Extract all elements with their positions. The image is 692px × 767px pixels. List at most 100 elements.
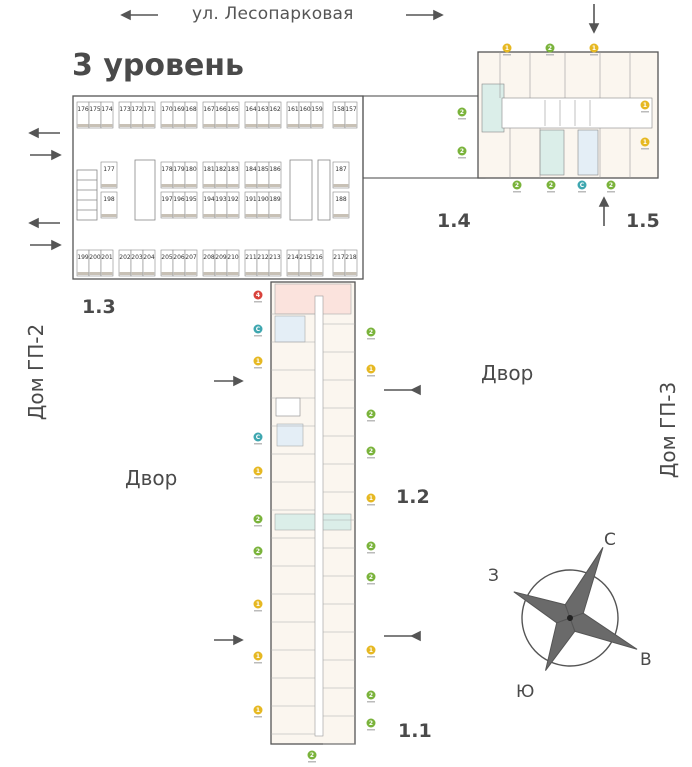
street-name: ул. Лесопарковая (192, 4, 354, 24)
parking-spot: 209 (214, 249, 228, 277)
room-count: 2 (256, 516, 260, 523)
parking-spot: 210 (226, 249, 240, 277)
parking-spot-number: 213 (269, 254, 281, 261)
room-count: 2 (460, 148, 464, 155)
apartment-badge: 2 (606, 180, 616, 193)
parking-spot: 186 (268, 161, 282, 189)
parking-spot-number: 187 (335, 166, 347, 173)
parking-spot: 185 (256, 161, 270, 189)
room-count: 1 (256, 707, 260, 714)
parking-spot: 182 (214, 161, 228, 189)
room-count: 2 (460, 109, 464, 116)
parking-spot-number: 212 (257, 254, 269, 261)
parking-spot-number: 218 (345, 254, 357, 261)
parking-spot-number: 217 (333, 254, 345, 261)
parking-spot-number: 198 (103, 196, 115, 203)
parking-spot-number: 193 (215, 196, 227, 203)
parking-spot-number: 165 (227, 106, 239, 113)
parking-spot-number: 176 (77, 106, 89, 113)
parking-spot: 183 (226, 161, 240, 189)
parking-spot-number: 162 (269, 106, 281, 113)
parking-spot-number: 168 (185, 106, 197, 113)
room-count: 2 (369, 543, 373, 550)
parking-spot: 201 (100, 249, 114, 277)
parking-spot-number: 186 (269, 166, 281, 173)
parking-spot: 178 (160, 161, 174, 189)
entrance-arrow (30, 239, 62, 251)
connector-1-4 (362, 95, 486, 179)
parking-spot: 207 (184, 249, 198, 277)
parking-spot: 197 (160, 191, 174, 219)
parking-spot-number: 160 (299, 106, 311, 113)
parking-spot-number: 158 (333, 106, 345, 113)
parking-spot-number: 157 (345, 106, 357, 113)
parking-spot-number: 166 (215, 106, 227, 113)
parking-spot: 162 (268, 101, 282, 129)
parking-spot-number: 182 (215, 166, 227, 173)
compass-north-label: С (604, 530, 616, 550)
parking-spot: 159 (310, 101, 324, 129)
parking-spot-number: 163 (257, 106, 269, 113)
residential-block-1-4-1-5 (477, 51, 659, 179)
parking-spot-number: 201 (101, 254, 113, 261)
room-count: 2 (369, 411, 373, 418)
room-count: 1 (256, 653, 260, 660)
parking-spot: 212 (256, 249, 270, 277)
parking-spot: 191 (244, 191, 258, 219)
parking-spot-number: 199 (77, 254, 89, 261)
apartment-badge: 1 (640, 100, 650, 113)
apartment-badge: 2 (366, 572, 376, 585)
room-count: 2 (369, 448, 373, 455)
room-count: 2 (369, 720, 373, 727)
parking-spot-number: 169 (173, 106, 185, 113)
parking-spot-number: 216 (311, 254, 323, 261)
parking-spot-number: 167 (203, 106, 215, 113)
apartment-badge: 2 (366, 541, 376, 554)
parking-spot-number: 204 (143, 254, 155, 261)
parking-spot-number: 209 (215, 254, 227, 261)
apartment-badge: 2 (366, 409, 376, 422)
parking-spot: 174 (100, 101, 114, 129)
apartment-badge: 2 (512, 180, 522, 193)
parking-spot: 177 (100, 161, 118, 189)
parking-spot-number: 214 (287, 254, 299, 261)
apartment-badge: 1 (253, 651, 263, 664)
apartment-badge: 2 (545, 43, 555, 56)
parking-spot: 176 (76, 101, 90, 129)
parking-spot-number: 164 (245, 106, 257, 113)
parking-spot: 205 (160, 249, 174, 277)
room-count: 2 (609, 182, 613, 189)
room-count: 2 (549, 182, 553, 189)
parking-spot: 195 (184, 191, 198, 219)
room-count: 2 (369, 692, 373, 699)
parking-spot-number: 215 (299, 254, 311, 261)
parking-spot-number: 191 (245, 196, 257, 203)
parking-spot: 194 (202, 191, 216, 219)
parking-spot-number: 185 (257, 166, 269, 173)
parking-spot: 206 (172, 249, 186, 277)
level-title: 3 уровень (72, 48, 244, 83)
room-count: 1 (256, 601, 260, 608)
section-label-1-4: 1.4 (437, 210, 471, 232)
parking-spot: 180 (184, 161, 198, 189)
section-label-1-5: 1.5 (626, 210, 660, 232)
room-count: 2 (369, 574, 373, 581)
parking-spot-number: 202 (119, 254, 131, 261)
parking-spot: 202 (118, 249, 132, 277)
apartment-badge: 2 (457, 146, 467, 159)
parking-spot: 213 (268, 249, 282, 277)
street-arrows (120, 9, 444, 21)
room-count: 2 (369, 329, 373, 336)
room-count: 2 (548, 45, 552, 52)
parking-spot-number: 178 (161, 166, 173, 173)
parking-spot-number: 183 (227, 166, 239, 173)
apartment-badge: 2 (366, 690, 376, 703)
section-label-1-3: 1.3 (82, 296, 116, 318)
parking-spot: 211 (244, 249, 258, 277)
parking-spot: 158 (332, 101, 346, 129)
parking-spot: 218 (344, 249, 358, 277)
